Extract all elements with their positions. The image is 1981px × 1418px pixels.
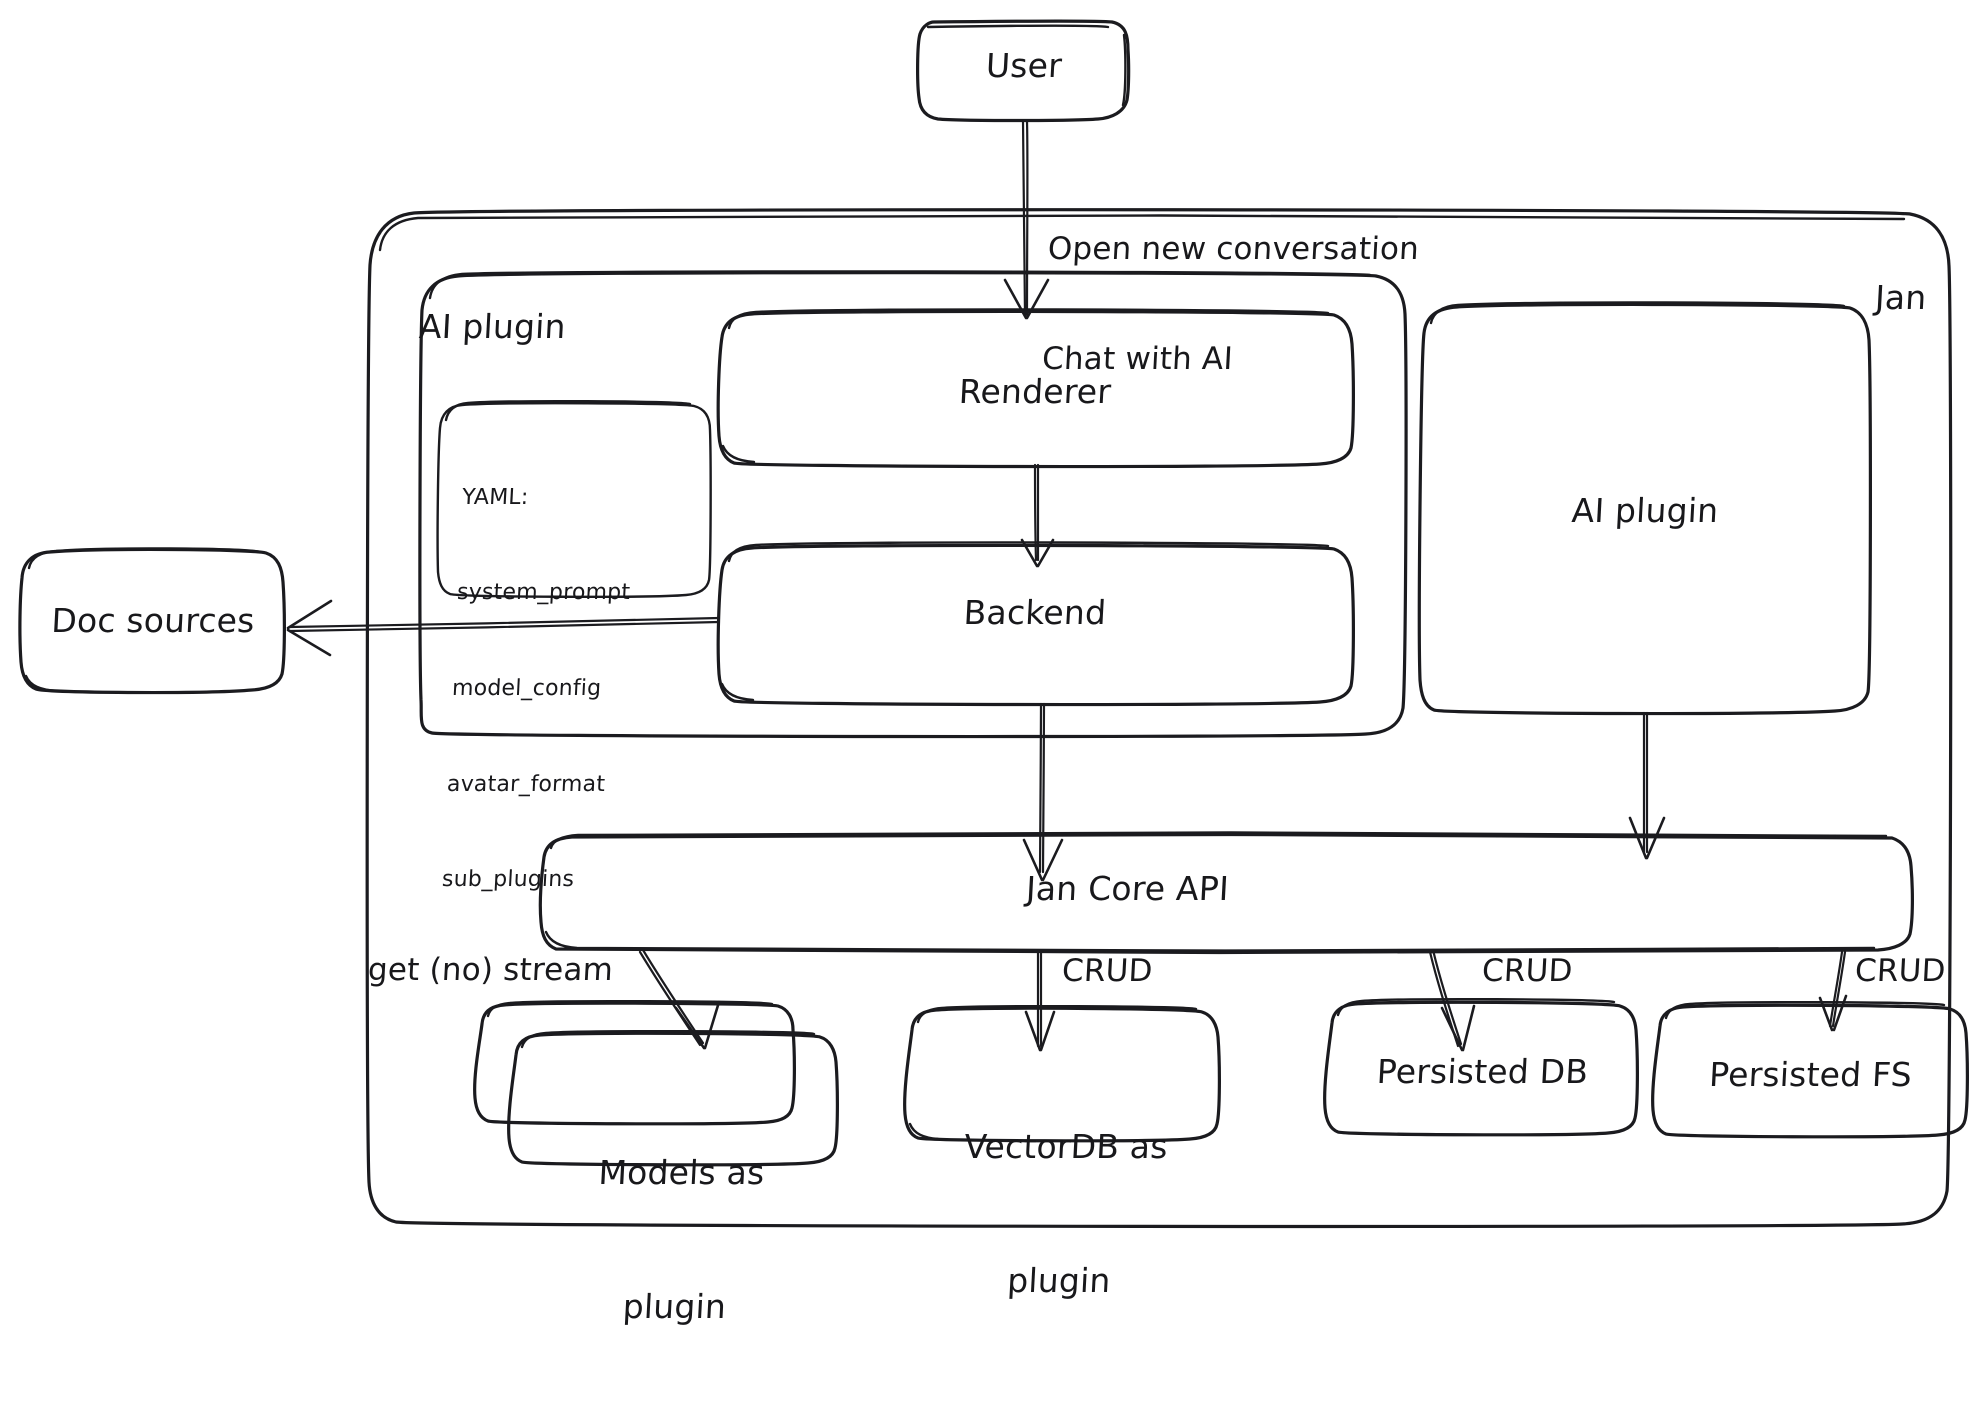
renderer-node-shape[interactable] <box>716 308 1355 469</box>
jan-core-api-node-label: Jan Core API <box>1025 869 1230 908</box>
edge-backend-to-doc-sources <box>286 599 721 657</box>
yaml-note-line-3: sub_plugins <box>441 867 575 893</box>
edge-renderer-to-backend <box>1020 463 1055 568</box>
persisted-db-node-shape[interactable] <box>1323 997 1639 1137</box>
doc-sources-node-label: Doc sources <box>50 601 256 640</box>
vectordb-plugin-label-line2: plugin <box>1006 1260 1112 1300</box>
models-plugin-back-shape <box>473 999 796 1126</box>
edge-core-to-persisted-fs <box>1818 950 1848 1032</box>
ai-plugin-node-shape[interactable] <box>1417 301 1872 716</box>
models-plugin-node-label: Models as plugin <box>539 1062 818 1418</box>
edge-core-to-persisted-fs-label: CRUD <box>1854 953 1947 989</box>
edge-core-to-models-label: get (no) stream <box>367 952 615 988</box>
yaml-note-line-0: system_prompt <box>456 580 631 606</box>
jan-container-label: Jan <box>1874 278 1928 317</box>
vectordb-plugin-node-label: VectorDB as plugin <box>901 1036 1225 1392</box>
yaml-note-heading: YAML: <box>461 484 530 510</box>
edge-core-to-persisted-db-label: CRUD <box>1481 953 1574 989</box>
edge-user-to-renderer-line1: Open new conversation <box>1046 231 1420 268</box>
yaml-note-line-1: model_config <box>451 676 602 702</box>
persisted-fs-node-label: Persisted FS <box>1708 1055 1913 1094</box>
edge-user-to-renderer <box>1003 119 1050 320</box>
edge-core-to-vectordb <box>1024 950 1056 1052</box>
models-plugin-label-line1: Models as <box>597 1153 766 1193</box>
persisted-fs-node-shape[interactable] <box>1651 1000 1969 1139</box>
yaml-note-shape <box>436 399 712 599</box>
models-plugin-node-shape[interactable] <box>507 1029 839 1167</box>
ai-plugin-group-shape[interactable] <box>418 270 1408 739</box>
diagram-canvas: User Open new conversation Chat with AI … <box>18 19 1969 1326</box>
edge-core-to-vectordb-label: CRUD <box>1061 953 1154 989</box>
persisted-db-node-label: Persisted DB <box>1375 1052 1590 1091</box>
user-node-label: User <box>985 46 1064 85</box>
ai-plugin-group-label: AI plugin <box>418 307 567 346</box>
diagram-sketch-layer <box>18 19 1969 1229</box>
ai-plugin-node-label: AI plugin <box>1570 491 1720 530</box>
yaml-note: YAML: system_prompt model_config avatar_… <box>438 418 640 960</box>
renderer-node-label: Renderer <box>957 372 1113 411</box>
yaml-note-line-2: avatar_format <box>446 771 606 797</box>
models-plugin-label-line2: plugin <box>621 1286 728 1326</box>
doc-sources-node-shape[interactable] <box>18 547 286 695</box>
backend-node-label: Backend <box>962 593 1108 632</box>
vectordb-plugin-label-line1: VectorDB as <box>963 1127 1169 1167</box>
user-node-shape[interactable] <box>916 19 1131 123</box>
backend-node-shape[interactable] <box>716 541 1355 707</box>
vectordb-plugin-node-shape[interactable] <box>903 1004 1221 1143</box>
edge-backend-to-core <box>1022 702 1064 882</box>
